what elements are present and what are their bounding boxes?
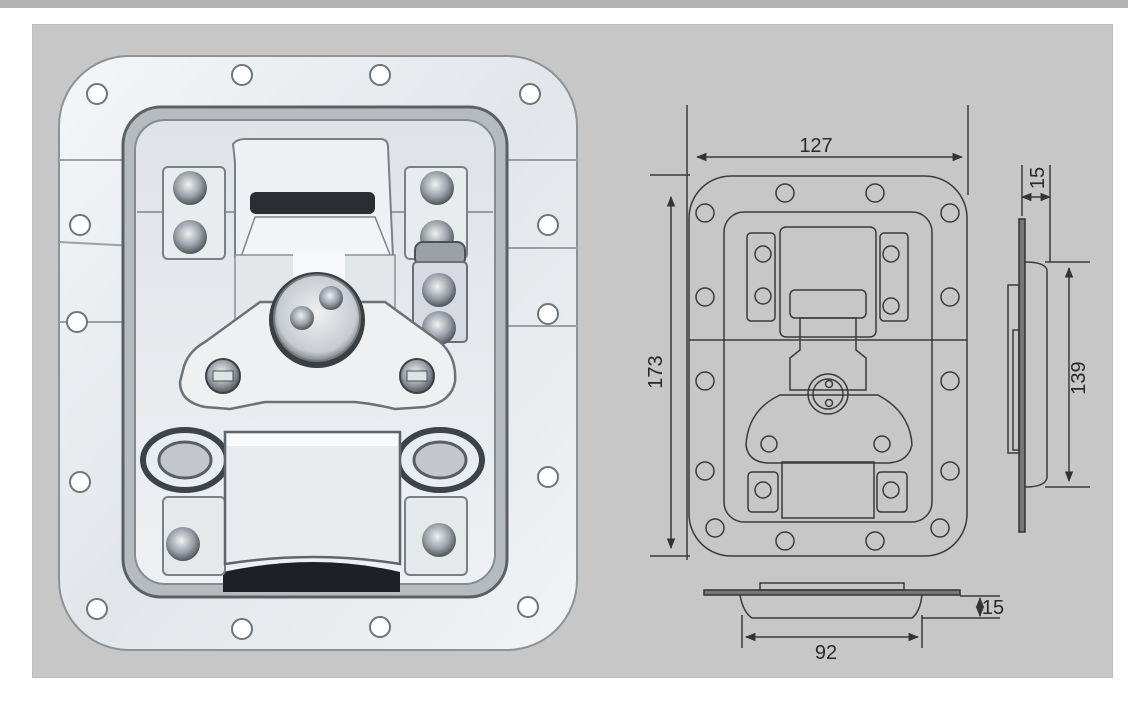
- recess-height-label: 139: [1068, 361, 1090, 394]
- height-dimension-label: 173: [645, 355, 667, 388]
- top-bar: [0, 0, 1128, 8]
- bottom-depth-label: 15: [982, 597, 1004, 619]
- side-depth-label: 15: [1027, 167, 1049, 189]
- width-dimension-label: 127: [799, 135, 832, 157]
- mounting-holes: [66, 64, 559, 640]
- latch-photo: [58, 55, 578, 651]
- pull-lip: [223, 430, 402, 566]
- recess-width-label: 92: [815, 642, 837, 664]
- dimension-drawing: 127 173 15 139 15 92: [645, 105, 1090, 664]
